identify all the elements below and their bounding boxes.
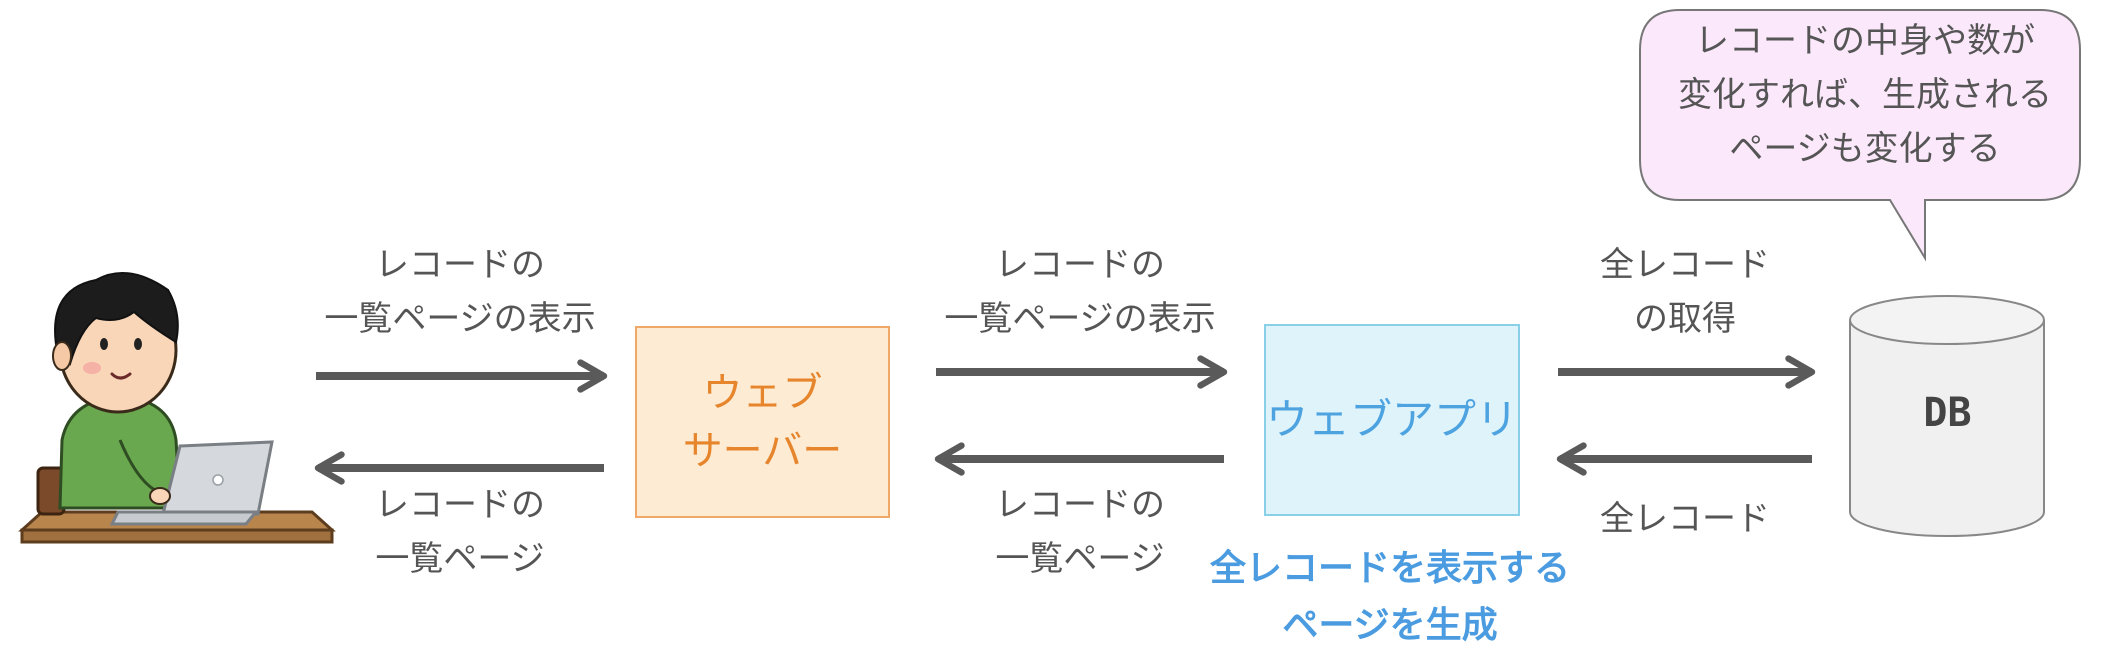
edge-label-line: レコードの (375, 245, 545, 285)
web-server-node: ウェブ サーバー (635, 326, 890, 518)
person-with-laptop-icon (18, 271, 336, 544)
speech-bubble-line: ページも変化する (1729, 129, 2001, 169)
db-label: DB (1923, 390, 1972, 436)
web-app-note: 全レコードを表示する ページを生成 (1190, 540, 1590, 654)
edge-label-line: レコードの (995, 485, 1165, 525)
edge-label-line: 全レコード (1600, 499, 1770, 539)
web-server-label: サーバー (682, 428, 843, 474)
edge-label-line: 一覧ページの表示 (944, 299, 1216, 339)
edge-label-line: 一覧ページの表示 (324, 299, 596, 339)
edge-label-db-to-app: 全レコード (1560, 492, 1810, 546)
web-server-label: ウェブ (702, 370, 823, 416)
web-app-label: ウェブアプリ (1266, 395, 1519, 444)
speech-bubble-line: レコードの中身や数が (1695, 21, 2035, 61)
web-app-note-line: ページを生成 (1282, 605, 1498, 646)
web-app-node: ウェブアプリ (1264, 324, 1520, 516)
edge-label-app-to-server: レコードの 一覧ページ (920, 478, 1240, 586)
edge-label-line: 一覧ページ (995, 539, 1165, 579)
database-cylinder-icon (1849, 295, 2045, 537)
edge-label-app-to-db: 全レコード の取得 (1560, 238, 1810, 346)
speech-bubble-text: レコードの中身や数が 変化すれば、生成される ページも変化する (1640, 14, 2090, 176)
edge-label-server-to-app: レコードの 一覧ページの表示 (920, 238, 1240, 346)
edge-label-user-to-server: レコードの 一覧ページの表示 (300, 238, 620, 346)
speech-bubble (1639, 9, 2081, 262)
edge-label-line: レコードの (375, 485, 545, 525)
edge-label-line: 一覧ページ (375, 539, 545, 579)
web-app-note-line: 全レコードを表示する (1209, 548, 1570, 589)
edge-label-line: 全レコード (1600, 245, 1770, 285)
edge-label-line: レコードの (995, 245, 1165, 285)
edge-label-server-to-user: レコードの 一覧ページ (300, 478, 620, 586)
edge-label-line: の取得 (1634, 299, 1736, 339)
speech-bubble-line: 変化すれば、生成される (1678, 75, 2052, 115)
